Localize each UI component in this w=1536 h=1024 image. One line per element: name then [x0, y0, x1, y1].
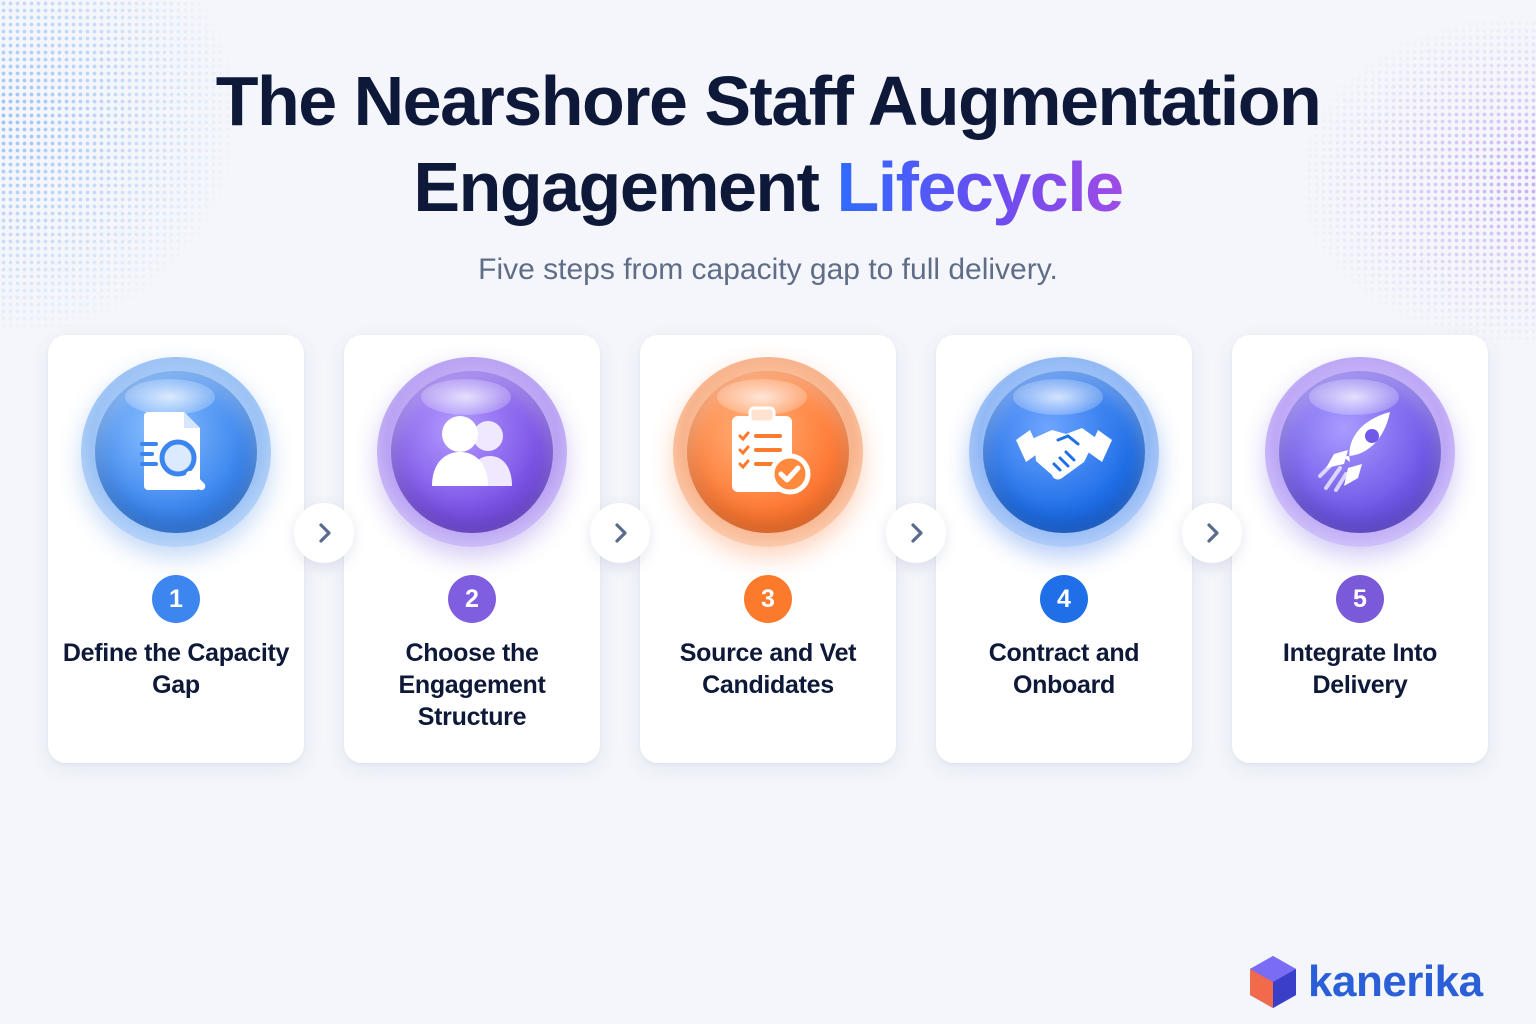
step-label: Choose the Engagement Structure: [398, 639, 546, 731]
title-accent: Lifecycle: [836, 148, 1124, 226]
clipboard-check-icon: [732, 406, 811, 495]
brand-name: kanerika: [1308, 957, 1483, 1006]
handshake-icon: [1016, 428, 1112, 480]
page-subtitle: Five steps from capacity gap to full del…: [478, 253, 1058, 286]
step-number-badge: 1: [152, 575, 200, 623]
chevron-right-icon: [911, 523, 923, 543]
next-arrow-2: [590, 503, 650, 563]
next-arrow-4: [1182, 503, 1242, 563]
chevron-right-icon: [1207, 523, 1219, 543]
lifecycle-steps: 1 Define the Capacity Gap 2 Choose the E…: [48, 335, 1490, 763]
step-number-badge: 3: [744, 575, 792, 623]
step-card-5: 5 Integrate Into Delivery: [1232, 335, 1488, 763]
step-card-1: 1 Define the Capacity Gap: [48, 335, 304, 763]
step-card-4: 4 Contract and Onboard: [936, 335, 1192, 763]
decorative-dots-left: [0, 0, 230, 330]
step-label: Contract and Onboard: [988, 639, 1140, 699]
step-label: Define the Capacity Gap: [62, 639, 290, 699]
step-card-2: 2 Choose the Engagement Structure: [344, 335, 600, 763]
step-number-badge: 4: [1040, 575, 1088, 623]
step-label: Integrate Into Delivery: [1282, 639, 1438, 699]
step-card-3: 3 Source and Vet Candidates: [640, 335, 896, 763]
step-number-badge: 2: [448, 575, 496, 623]
step-5-orb: [1265, 357, 1455, 547]
document-search-icon: [140, 412, 206, 491]
brand-logo: kanerika: [1246, 950, 1506, 1014]
step-2-orb: [377, 357, 567, 547]
chevron-right-icon: [615, 523, 627, 543]
title-line-1: The Nearshore Staff Augmentation: [215, 62, 1322, 140]
page-title: The Nearshore Staff Augmentation Engagem…: [0, 58, 1536, 230]
step-label: Source and Vet Candidates: [679, 639, 857, 699]
next-arrow-1: [294, 503, 354, 563]
cube-logo-icon: [1250, 956, 1296, 1008]
next-arrow-3: [886, 503, 946, 563]
decorative-dots-right: [1306, 20, 1536, 340]
step-1-orb: [81, 357, 271, 547]
step-4-orb: [969, 357, 1159, 547]
users-icon: [432, 416, 512, 486]
step-number-badge: 5: [1336, 575, 1384, 623]
rocket-icon: [1318, 412, 1390, 492]
step-3-orb: [673, 357, 863, 547]
title-line-2: Engagement: [413, 148, 820, 226]
chevron-right-icon: [319, 523, 331, 543]
